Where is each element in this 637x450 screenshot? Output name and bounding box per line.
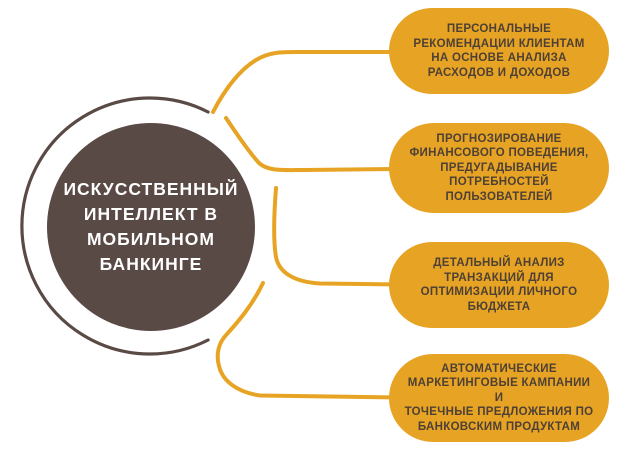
connector-line-3 [272, 186, 400, 287]
benefit-card-label: ПЕРСОНАЛЬНЫЕ РЕКОМЕНДАЦИИ КЛИЕНТАМ НА ОС… [413, 23, 585, 79]
benefit-card-label: ПРОГНОЗИРОВАНИЕ ФИНАНСОВОГО ПОВЕДЕНИЯ, П… [409, 132, 589, 203]
central-topic-title: ИСКУССТВЕННЫЙ ИНТЕЛЛЕКТ В МОБИЛЬНОМ БАНК… [63, 179, 239, 274]
connector-line-4 [215, 281, 400, 400]
ring-arc [20, 96, 210, 356]
benefit-card-3: ДЕТАЛЬНЫЙ АНАЛИЗ ТРАНЗАКЦИЙ ДЛЯ ОПТИМИЗА… [389, 242, 609, 328]
benefit-card-1: ПЕРСОНАЛЬНЫЕ РЕКОМЕНДАЦИИ КЛИЕНТАМ НА ОС… [389, 8, 609, 94]
connector-line-1 [211, 49, 400, 114]
central-topic-circle: ИСКУССТВЕННЫЙ ИНТЕЛЛЕКТ В МОБИЛЬНОМ БАНК… [47, 123, 255, 331]
connector-line-2 [224, 116, 400, 173]
benefit-card-label: ДЕТАЛЬНЫЙ АНАЛИЗ ТРАНЗАКЦИЙ ДЛЯ ОПТИМИЗА… [420, 257, 578, 313]
benefit-card-2: ПРОГНОЗИРОВАНИЕ ФИНАНСОВОГО ПОВЕДЕНИЯ, П… [389, 123, 609, 213]
benefit-card-label: АВТОМАТИЧЕСКИЕ МАРКЕТИНГОВЫЕ КАМПАНИИ И … [404, 362, 594, 433]
benefit-card-4: АВТОМАТИЧЕСКИЕ МАРКЕТИНГОВЫЕ КАМПАНИИ И … [389, 354, 609, 442]
